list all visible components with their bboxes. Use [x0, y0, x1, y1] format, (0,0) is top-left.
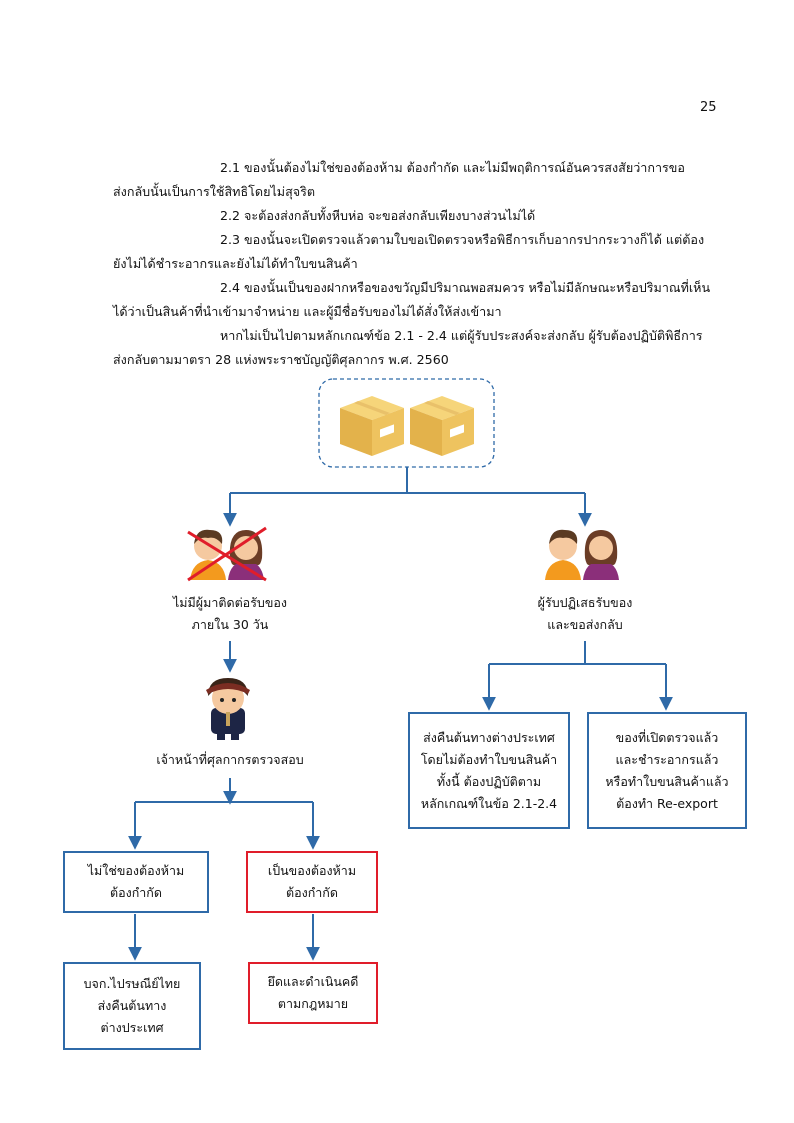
thailand-post-box: บจก.ไปรษณีย์ไทย ส่งคืนต้นทาง ต่างประเทศ — [63, 962, 201, 1050]
para-2-4-cont: ได้ว่าเป็นสินค้าที่นำเข้ามาจำหน่าย และผู… — [113, 304, 502, 319]
page-number: 25 — [700, 100, 717, 115]
return-origin-line-4: หลักเกณฑ์ในข้อ 2.1-2.4 — [420, 795, 558, 811]
couple-crossed-icon — [187, 526, 267, 582]
paragraphs: 2.1 ของนั้นต้องไม่ใช่ของต้องห้าม ต้องกำก… — [113, 156, 723, 372]
prohibited-line-1: เป็นของต้องห้าม — [267, 863, 357, 878]
thailand-post-line-3: ต่างประเทศ — [100, 1020, 164, 1035]
no-claimant-label: ไม่มีผู้มาติดต่อรับของ ภายใน 30 วัน — [145, 592, 315, 636]
refused-label: ผู้รับปฏิเสธรับของ และขอส่งกลับ — [500, 592, 670, 636]
re-export-line-2: และชำระอากรแล้ว — [615, 751, 719, 767]
para-2-4: 2.4 ของนั้นเป็นของฝากหรือของขวัญมีปริมาณ… — [220, 280, 711, 295]
return-origin-box: ส่งคืนต้นทางต่างประเทศ โดยไม่ต้องทำใบขนส… — [408, 712, 570, 829]
not-prohibited-line-1: ไม่ใช่ของต้องห้าม — [87, 863, 185, 878]
para-2-2: 2.2 จะต้องส่งกลับทั้งหีบห่อ จะขอส่งกลับเ… — [220, 208, 536, 223]
package-icon — [410, 396, 474, 456]
para-otherwise: หากไม่เป็นไปตามหลักเกณฑ์ข้อ 2.1 - 2.4 แต… — [220, 328, 703, 343]
refused-line-2: และขอส่งกลับ — [547, 617, 623, 632]
return-origin-line-3: ทั้งนี้ ต้องปฏิบัติตาม — [436, 773, 542, 789]
package-icon — [340, 396, 404, 456]
para-2-1: 2.1 ของนั้นต้องไม่ใช่ของต้องห้าม ต้องกำก… — [220, 160, 685, 175]
return-origin-line-2: โดยไม่ต้องทำใบขนสินค้า — [420, 751, 558, 767]
prohibited-line-2: ต้องกำกัด — [285, 885, 338, 900]
prohibited-box: เป็นของต้องห้าม ต้องกำกัด — [246, 851, 378, 913]
re-export-box: ของที่เปิดตรวจแล้ว และชำระอากรแล้ว หรือท… — [587, 712, 747, 829]
seize-line-2: ตามกฎหมาย — [277, 996, 349, 1011]
refused-line-1: ผู้รับปฏิเสธรับของ — [537, 595, 633, 610]
re-export-line-1: ของที่เปิดตรวจแล้ว — [615, 729, 719, 745]
para-2-1-cont: ส่งกลับนั้นเป็นการใช้สิทธิโดยไม่สุจริต — [113, 184, 316, 199]
not-prohibited-line-2: ต้องกำกัด — [109, 885, 162, 900]
re-export-line-3: หรือทำใบขนสินค้าแล้ว — [605, 773, 729, 789]
return-origin-line-1: ส่งคืนต้นทางต่างประเทศ — [423, 729, 555, 745]
customs-officer-icon — [206, 678, 250, 740]
no-claimant-line-2: ภายใน 30 วัน — [191, 617, 269, 632]
officer-label: เจ้าหน้าที่ศุลกากรตรวจสอบ — [156, 752, 304, 767]
no-claimant-line-1: ไม่มีผู้มาติดต่อรับของ — [172, 595, 287, 610]
para-2-3-cont: ยังไม่ได้ชำระอากรและยังไม่ได้ทำใบขนสินค้… — [113, 256, 358, 271]
para-otherwise-cont: ส่งกลับตามมาตรา 28 แห่งพระราชบัญญัติศุลก… — [113, 352, 449, 367]
seize-line-1: ยึดและดำเนินคดี — [267, 974, 359, 989]
para-2-3: 2.3 ของนั้นจะเปิดตรวจแล้วตามใบขอเปิดตรวจ… — [220, 232, 705, 247]
seize-box: ยึดและดำเนินคดี ตามกฎหมาย — [248, 962, 378, 1024]
thailand-post-line-1: บจก.ไปรษณีย์ไทย — [83, 976, 181, 991]
re-export-line-4: ต้องทำ Re-export — [616, 795, 718, 811]
thailand-post-line-2: ส่งคืนต้นทาง — [97, 998, 167, 1013]
not-prohibited-box: ไม่ใช่ของต้องห้าม ต้องกำกัด — [63, 851, 209, 913]
couple-icon — [545, 529, 619, 580]
